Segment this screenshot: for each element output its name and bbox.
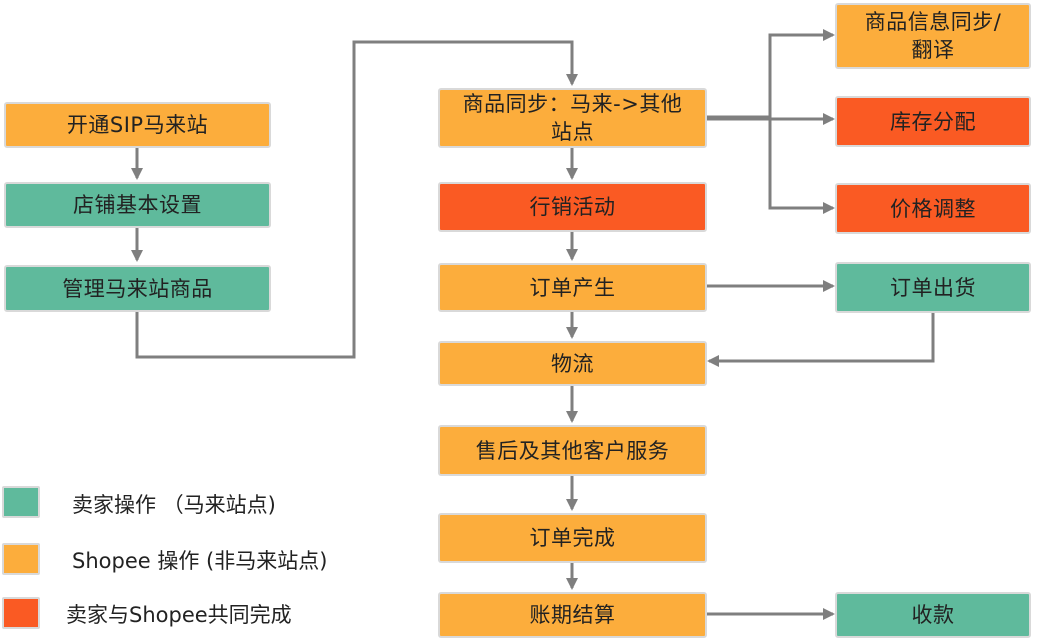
node-label: 订单出货 xyxy=(890,275,976,300)
node-order-created: 订单产生 xyxy=(438,263,707,312)
node-label-line1: 商品信息同步/ xyxy=(864,10,1002,34)
node-label-line2: 翻译 xyxy=(911,38,955,62)
node-label: 行销活动 xyxy=(529,195,616,219)
node-label: 管理马来站商品 xyxy=(62,276,213,301)
node-payment: 收款 xyxy=(835,592,1031,638)
node-ship-order: 订单出货 xyxy=(835,262,1031,313)
node-label: 售后及其他客户服务 xyxy=(475,438,670,463)
arrow-sync-to-info xyxy=(707,29,835,119)
node-label: 库存分配 xyxy=(890,109,976,134)
node-label: 订单完成 xyxy=(529,526,616,550)
node-marketing: 行销活动 xyxy=(438,182,707,232)
node-label: 收款 xyxy=(911,603,955,627)
node-label-line2: 站点 xyxy=(551,120,594,144)
legend-label-shopee: Shopee 操作 (非马来站点) xyxy=(72,549,328,573)
node-label: 店铺基本设置 xyxy=(73,193,202,217)
node-product-sync: 商品同步：马来->其他 站点 xyxy=(438,88,707,148)
node-manage-products: 管理马来站商品 xyxy=(4,265,271,312)
arrow-ship-to-logistics xyxy=(707,313,935,367)
node-label: 价格调整 xyxy=(890,196,976,221)
node-label: 账期结算 xyxy=(529,603,616,627)
arrow-manage-to-sync xyxy=(135,40,578,359)
legend-swatch-joint xyxy=(2,597,40,629)
node-label-line1: 商品同步：马来->其他 xyxy=(462,92,683,116)
node-info-sync: 商品信息同步/ 翻译 xyxy=(835,3,1031,69)
node-open-sip: 开通SIP马来站 xyxy=(4,102,271,148)
node-price-adjust: 价格调整 xyxy=(835,183,1031,234)
node-inventory: 库存分配 xyxy=(835,96,1031,147)
arrow-sync-to-price xyxy=(768,117,835,214)
node-settlement: 账期结算 xyxy=(438,592,707,638)
node-label: 物流 xyxy=(551,351,594,376)
node-label: 开通SIP马来站 xyxy=(66,113,209,137)
legend-label-joint: 卖家与Shopee共同完成 xyxy=(66,603,292,627)
node-order-completed: 订单完成 xyxy=(438,513,707,563)
legend-label-seller: 卖家操作 （马来站点) xyxy=(72,493,276,517)
node-logistics: 物流 xyxy=(438,341,707,386)
node-label: 订单产生 xyxy=(529,275,616,300)
node-after-sales: 售后及其他客户服务 xyxy=(438,425,707,476)
legend-swatch-seller xyxy=(2,486,40,518)
node-store-setup: 店铺基本设置 xyxy=(4,182,271,228)
legend-swatch-shopee xyxy=(2,543,40,575)
